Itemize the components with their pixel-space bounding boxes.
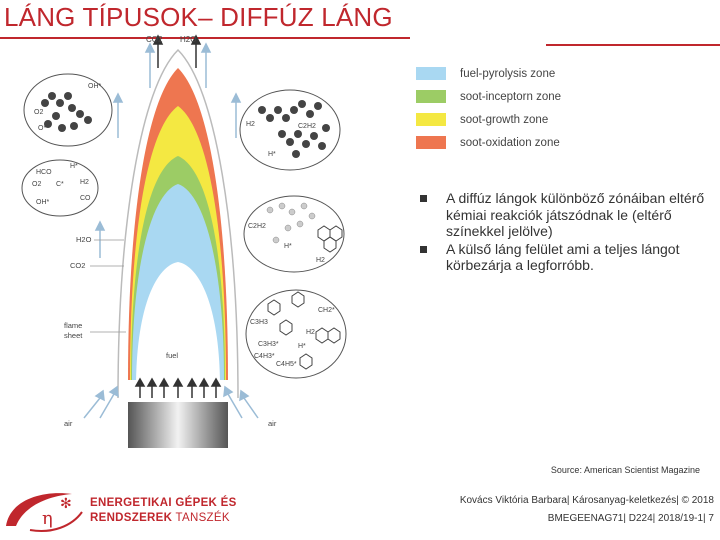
bubble5-h2-label: H2	[306, 329, 315, 336]
bullet-marker	[420, 245, 427, 253]
bubble-soot-inception	[243, 195, 345, 273]
legend-swatch	[416, 67, 446, 80]
bubble4-c2h2-label: C2H2	[248, 223, 266, 230]
bubble3-c2h2-label: C2H2	[298, 123, 316, 130]
bubble-fuel-pyrolysis	[245, 289, 347, 379]
bubble-oxidation-species	[21, 159, 99, 217]
bullet-text: A diffúz lángok különböző zónáiban eltér…	[446, 190, 705, 239]
burner	[128, 402, 228, 448]
bubble2-h-label: H*	[70, 163, 78, 170]
bubble1-o-label: O*	[38, 125, 46, 132]
logo-swoosh-icon	[6, 493, 72, 526]
bubble2-o2-label: O2	[32, 181, 41, 188]
logo-text-line1: ENERGETIKAI GÉPEK ÉS	[90, 497, 237, 509]
legend-swatch	[416, 90, 446, 103]
legend-swatch	[416, 113, 446, 126]
legend-item-soot-growth: soot-growth zone	[416, 108, 561, 131]
bubble-radicals	[23, 73, 113, 147]
left-h2o-label: H2O	[76, 235, 92, 244]
bubble2-hco-label: HCO	[36, 169, 52, 176]
bullet-text: A külső láng felület ami a teljes lángot…	[446, 240, 680, 274]
legend-label: soot-oxidation zone	[460, 136, 560, 149]
slide-title: LÁNG TÍPUSOK– DIFFÚZ LÁNG	[4, 2, 393, 32]
flame-envelope	[117, 48, 239, 399]
legend-item-soot-inception: soot-inceptorn zone	[416, 85, 561, 108]
title-rule	[0, 37, 410, 39]
bubble5-c4h3-label: C4H3*	[254, 353, 275, 360]
flame-sheet-label-2: sheet	[64, 331, 83, 340]
bubble2-oh-label: OH*	[36, 199, 50, 206]
fuel-core	[136, 262, 220, 388]
bubble5-c3h3-label: C3H3	[250, 319, 268, 326]
bubble5-h-label: H*	[298, 343, 306, 350]
co2-product-label: CO2	[146, 35, 163, 44]
legend-label: fuel-pyrolysis zone	[460, 67, 556, 80]
bubble3-h2-label: H2	[246, 121, 255, 128]
logo-text-bold: RENDSZEREK	[90, 512, 173, 524]
air-left-label: air	[64, 419, 73, 428]
bubble2-co-label: CO	[80, 195, 91, 202]
bullet-marker	[420, 195, 427, 202]
h2o-product-label: H2O	[180, 35, 196, 44]
legend-swatch	[416, 136, 446, 149]
bubble5-ch2-label: CH2*	[318, 307, 335, 314]
bubble3-h-label: H*	[268, 151, 276, 158]
title-rule-right	[546, 44, 720, 46]
legend-item-fuel-pyrolysis: fuel-pyrolysis zone	[416, 62, 561, 85]
bullet-item: A külső láng felület ami a teljes lángot…	[418, 241, 718, 274]
source-caption: Source: American Scientist Magazine	[550, 465, 700, 475]
fuel-label: fuel	[166, 351, 178, 360]
bubble5-c3h3r-label: C3H3*	[258, 341, 279, 348]
logo-text-thin: TANSZÉK	[172, 512, 230, 524]
legend-label: soot-growth zone	[460, 113, 549, 126]
logo-text-line2: RENDSZEREK TANSZÉK	[90, 512, 230, 524]
bubble1-o2-label: O2	[34, 109, 43, 116]
legend-item-soot-oxidation: soot-oxidation zone	[416, 131, 561, 154]
logo-arc-icon	[29, 511, 83, 532]
footer-course: BMEGEENAG71| D224| 2018/19-1| 7	[547, 513, 714, 524]
bubble2-h2-label: H2	[80, 179, 89, 186]
bubble1-oh-label: OH*	[88, 83, 102, 90]
flame-sheet-label-1: flame	[64, 321, 82, 330]
bubble5-c4h5-label: C4H5*	[276, 361, 297, 368]
snowflake-icon: ✻	[60, 496, 72, 512]
footer-author: Kovács Viktória Barbara| Károsanyag-kele…	[459, 495, 714, 506]
diffusion-flame-diagram: CO2 H2O OH* O2 O* HCO H* O2 C* H2 OH* CO…	[21, 34, 347, 448]
eta-icon: η	[42, 508, 53, 529]
left-co2-label: CO2	[70, 261, 85, 270]
bubble2-c-label: C*	[56, 181, 64, 188]
bullet-item: A diffúz lángok különböző zónáiban eltér…	[418, 190, 718, 240]
bubble4-h-label: H*	[284, 243, 292, 250]
bubble4-h2-label: H2	[316, 257, 325, 264]
bullet-list: A diffúz lángok különböző zónáiban eltér…	[418, 190, 718, 275]
legend-label: soot-inceptorn zone	[460, 90, 562, 103]
air-right-label: air	[268, 419, 277, 428]
zone-legend: fuel-pyrolysis zone soot-inceptorn zone …	[416, 62, 561, 154]
department-logo: η ✻	[6, 493, 83, 532]
